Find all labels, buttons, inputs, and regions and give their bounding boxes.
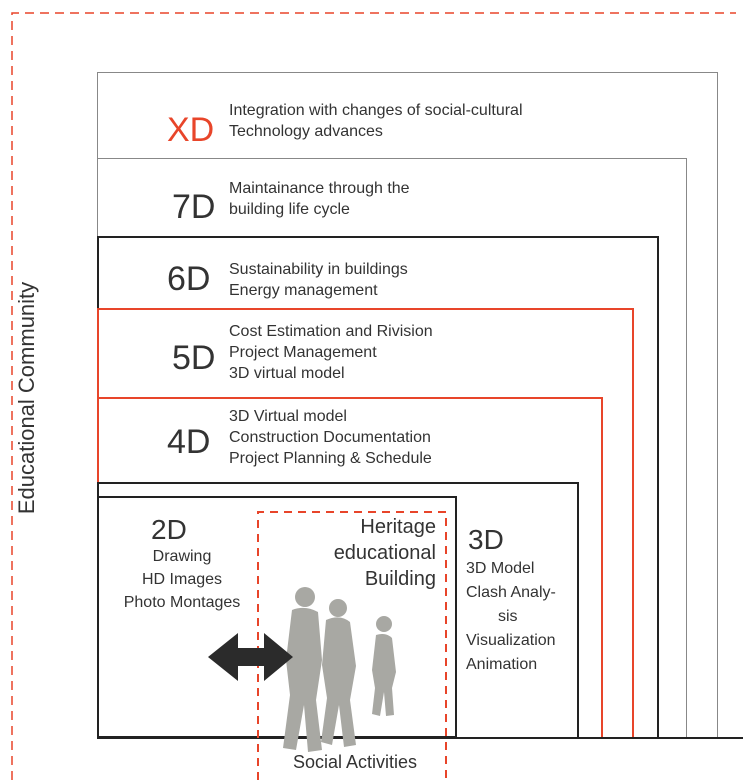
6d-line: Sustainability in buildings [229,261,408,278]
7d-line: Maintainance through the [229,180,410,197]
social-activities-label: Social Activities [292,752,418,772]
4d-description: 3D Virtual model Construction Documentat… [229,406,432,469]
7d-line: building life cycle [229,201,350,218]
3d-line: sis [498,608,518,625]
6d-code: 6D [167,260,211,298]
6d-description: Sustainability in buildings Energy manag… [229,259,408,301]
5d-code: 5D [172,339,216,377]
5d-line: Project Management [229,344,377,361]
heritage-line: Heritage [360,516,436,538]
2d-description: Drawing HD Images Photo Montages [112,545,252,614]
3d-line: Visualization [466,632,556,649]
2d-line: HD Images [141,571,223,588]
3d-description: 3D Model Clash Analy- sis Visualization … [466,557,556,677]
4d-line: Project Planning & Schedule [229,450,432,467]
5d-description: Cost Estimation and Rivision Project Man… [229,321,433,384]
7d-description: Maintainance through the building life c… [229,178,410,220]
3d-line: 3D Model [466,560,535,577]
xd-description: Integration with changes of social-cultu… [229,100,523,142]
4d-line: 3D Virtual model [229,408,347,425]
2d-line: Photo Montages [123,594,241,611]
4d-line: Construction Documentation [229,429,431,446]
heritage-line: Building [364,568,436,590]
7d-code: 7D [172,188,216,226]
4d-code: 4D [167,423,211,461]
5d-line: Cost Estimation and Rivision [229,323,433,340]
3d-line: Clash Analy- [466,584,556,601]
heritage-building-label: Heritage educational Building [300,514,436,592]
xd-line: Integration with changes of social-cultu… [229,102,523,119]
3d-line: Animation [466,656,538,673]
heritage-line: educational [333,542,436,564]
5d-line: 3D virtual model [229,365,345,382]
xd-line: Technology advances [229,123,383,140]
2d-code: 2D [151,514,187,545]
6d-line: Energy management [229,282,378,299]
3d-code: 3D [468,524,504,555]
xd-code: XD [167,111,215,149]
2d-line: Drawing [152,548,212,565]
